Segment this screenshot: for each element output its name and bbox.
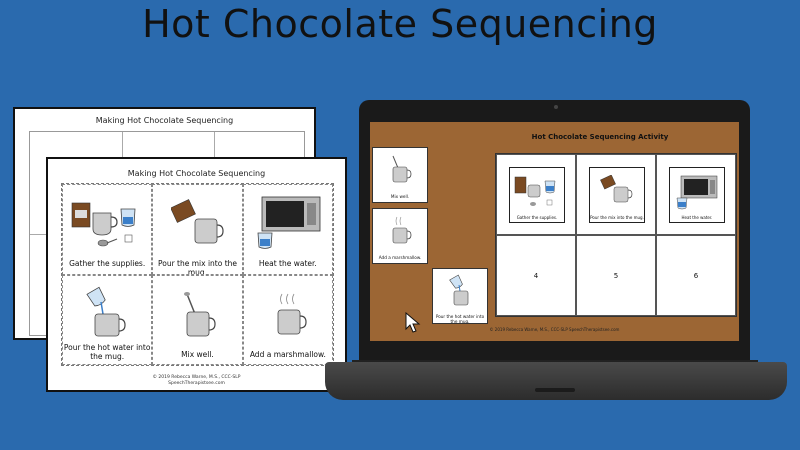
worksheet-cell-label: Pour the hot water into the mug. (63, 342, 151, 361)
draggable-card-pour-water[interactable]: Pour the hot water into the mug. (432, 268, 488, 324)
card-label: Mix well. (390, 194, 410, 199)
card-label: Gather the supplies. (516, 215, 558, 220)
slot-number: 5 (613, 272, 619, 280)
card-label: Pour the hot water into the mug. (435, 314, 485, 324)
pour-water-icon (86, 286, 126, 336)
card-label: Add a marshmallow. (378, 255, 422, 260)
activity-screen: Hot Chocolate Sequencing Activity Mix we… (370, 122, 739, 341)
board-slot-1[interactable]: Gather the supplies. (496, 154, 576, 235)
worksheet-cell-label: Heat the water. (258, 259, 317, 268)
supplies-icon (514, 176, 556, 206)
worksheet-cell-label: Mix well. (181, 349, 214, 359)
worksheet-cell-pour-mix: Pour the mix into the mug. (152, 184, 243, 275)
laptop-base (325, 362, 787, 400)
draggable-card-marshmallow[interactable]: Add a marshmallow. (372, 208, 428, 264)
mouse-pointer-icon (405, 312, 421, 333)
mug-spoon-icon (184, 291, 216, 336)
worksheet-cell-heat: Heat the water. (242, 184, 333, 275)
worksheet-footer-site: SpeechTherapistsee.com (168, 381, 225, 386)
worksheet-cell-mix: Mix well. (152, 274, 243, 365)
front-worksheet: Making Hot Chocolate Sequencing Gather t… (46, 157, 347, 392)
placed-card-heat[interactable]: Heat the water. (669, 167, 725, 223)
activity-title: Hot Chocolate Sequencing Activity (531, 133, 669, 141)
steaming-mug-icon (277, 293, 307, 334)
draggable-card-mix-well[interactable]: Mix well. (372, 147, 428, 203)
front-worksheet-grid: Gather the supplies. Pour the mix into t… (61, 183, 334, 366)
placed-card-pour-mix[interactable]: Pour the mix into the mug. (589, 167, 645, 223)
mug-spoon-icon (392, 155, 412, 183)
front-worksheet-title: Making Hot Chocolate Sequencing (127, 169, 266, 178)
worksheet-cell-pour-water: Pour the hot water into the mug. (62, 274, 153, 365)
board-slot-3[interactable]: Heat the water. (656, 154, 736, 235)
mix-packet-mug-icon (171, 199, 224, 244)
worksheet-cell-label: Pour the mix into the mug. (157, 259, 237, 275)
microwave-icon (257, 196, 321, 249)
webcam-icon (554, 105, 558, 109)
sequencing-board: Gather the supplies. Pour the mix into t… (495, 153, 737, 317)
worksheet-footer-copyright: © 2019 Rebecca Warne, M.S., CCC-SLP (152, 375, 241, 380)
slot-number: 4 (533, 272, 539, 280)
activity-footer: © 2019 Rebecca Warne, M.S., CCC-SLP Spee… (489, 327, 620, 332)
card-label: Heat the water. (681, 215, 713, 220)
worksheet-cell-gather: Gather the supplies. (62, 184, 153, 275)
slot-number: 6 (693, 272, 699, 280)
supplies-icon (71, 202, 136, 247)
page-title: Hot Chocolate Sequencing (142, 2, 658, 46)
board-slot-5[interactable]: 5 (576, 235, 656, 316)
board-slot-6[interactable]: 6 (656, 235, 736, 316)
worksheet-cell-marshmallow: Add a marshmallow. (242, 274, 333, 365)
card-label: Pour the mix into the mug. (590, 215, 644, 220)
worksheet-cell-label: Add a marshmallow. (249, 349, 326, 359)
back-worksheet-title: Making Hot Chocolate Sequencing (95, 116, 234, 125)
board-slot-2[interactable]: Pour the mix into the mug. (576, 154, 656, 235)
worksheet-cell-label: Gather the supplies. (69, 259, 146, 268)
trackpad (535, 388, 575, 392)
board-slot-4[interactable]: 4 (496, 235, 576, 316)
placed-card-gather[interactable]: Gather the supplies. (509, 167, 565, 223)
mix-packet-mug-icon (600, 175, 633, 203)
microwave-icon (676, 175, 718, 210)
steaming-mug-icon (392, 216, 412, 244)
pour-water-icon (449, 274, 469, 306)
